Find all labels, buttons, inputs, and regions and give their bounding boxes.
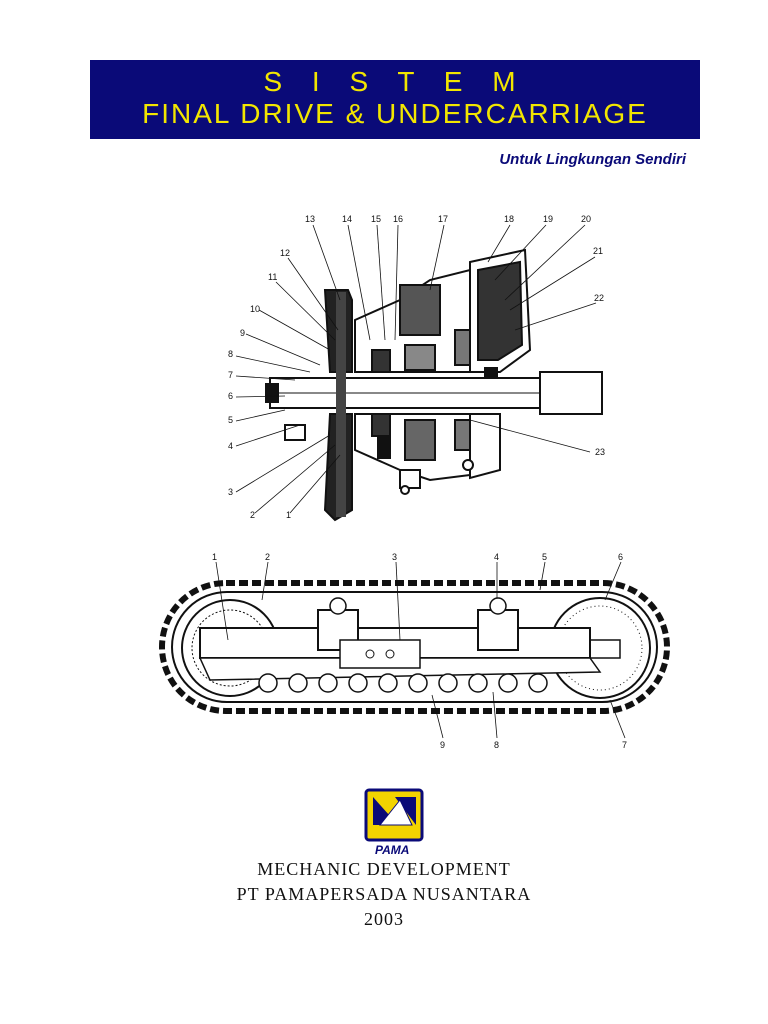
title-banner: S I S T E M FINAL DRIVE & UNDERCARRIAGE [90,60,700,139]
callout-label: 4 [494,552,499,562]
callout-label: 2 [250,510,255,520]
callout-label: 1 [212,552,217,562]
footer-year: 2003 [364,909,404,929]
callout-label: 5 [542,552,547,562]
callout-label: 9 [240,328,245,338]
callout-label: 9 [440,740,445,750]
footer-line-2: PT PAMAPERSADA NUSANTARA [236,884,532,904]
callout-label: 15 [371,214,381,224]
final-drive-callouts: 13 14 15 16 17 18 19 20 12 21 11 22 10 9… [228,214,605,520]
title-line-1: S I S T E M [263,66,527,97]
callout-label: 8 [228,349,233,359]
undercarriage-callouts: 1 2 3 4 5 6 9 8 7 [212,552,627,750]
callout-label: 7 [622,740,627,750]
subtitle: Untuk Lingkungan Sendiri [499,151,686,168]
callout-label: 20 [581,214,591,224]
callout-label: 22 [594,293,604,303]
callout-label: 19 [543,214,553,224]
callout-label: 13 [305,214,315,224]
callout-label: 2 [265,552,270,562]
footer-line-1: MECHANIC DEVELOPMENT [257,859,511,879]
callout-label: 5 [228,415,233,425]
undercarriage-leader-lines [215,561,626,739]
callout-label: 23 [595,447,605,457]
callout-label: 11 [268,272,277,282]
final-drive-leader-lines [235,224,597,514]
logo-text: PAMA [375,843,409,857]
callout-label: 6 [618,552,623,562]
callout-label: 7 [228,370,233,380]
callout-label: 21 [593,246,603,256]
callout-label: 3 [228,487,233,497]
callout-label: 3 [392,552,397,562]
callout-label: 10 [250,304,260,314]
callout-label: 4 [228,441,233,451]
callout-label: 16 [393,214,403,224]
undercarriage-drawing [159,580,670,714]
pama-logo: PAMA [364,788,424,857]
callout-label: 1 [286,510,291,520]
callout-label: 8 [494,740,499,750]
callout-label: 12 [280,248,290,258]
title-line-2: FINAL DRIVE & UNDERCARRIAGE [142,98,648,129]
callout-label: 18 [504,214,514,224]
final-drive-drawing [265,248,603,522]
callout-label: 14 [342,214,352,224]
callout-label: 17 [438,214,448,224]
callout-label: 6 [228,391,233,401]
